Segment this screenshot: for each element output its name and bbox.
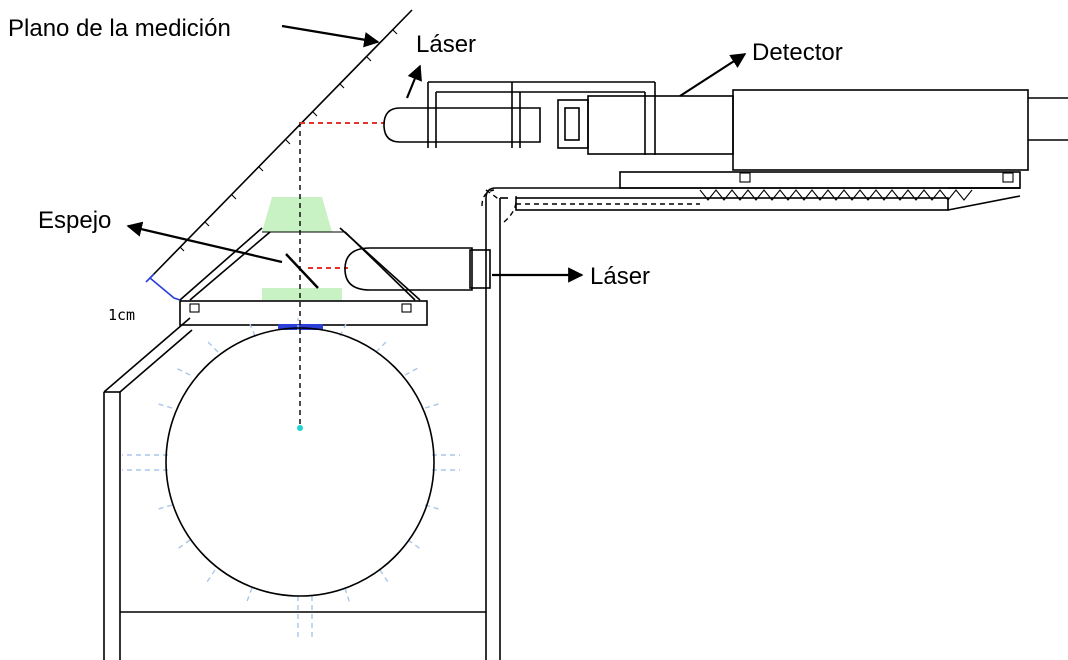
center-point	[297, 425, 303, 431]
light-region-bottom	[262, 288, 342, 300]
detector-body	[557, 89, 1068, 189]
light-region-top	[262, 197, 332, 232]
label-measurement-plane: Plano de la medición	[8, 15, 231, 42]
label-one-cm: 1cm	[108, 306, 135, 324]
laser-module-top	[383, 81, 656, 155]
arrow-mirror	[126, 221, 283, 264]
label-laser-top: Láser	[416, 31, 476, 58]
one-cm-dimension	[145, 273, 181, 301]
label-laser-right: Láser	[590, 263, 650, 290]
mirror	[285, 253, 319, 289]
frame	[103, 187, 1020, 660]
label-mirror: Espejo	[38, 207, 111, 234]
sample-circle	[165, 327, 435, 597]
rail	[515, 187, 1021, 211]
laser-module-right	[344, 247, 491, 291]
contact-mark	[278, 324, 323, 330]
arrow-measurement-plane	[281, 24, 380, 48]
label-detector: Detector	[752, 39, 843, 66]
arrow-detector	[679, 53, 747, 97]
measurement-plane-line	[149, 9, 413, 279]
mirror-housing	[179, 227, 428, 326]
arrow-laser-top	[405, 64, 422, 99]
support-dashes	[122, 318, 460, 640]
